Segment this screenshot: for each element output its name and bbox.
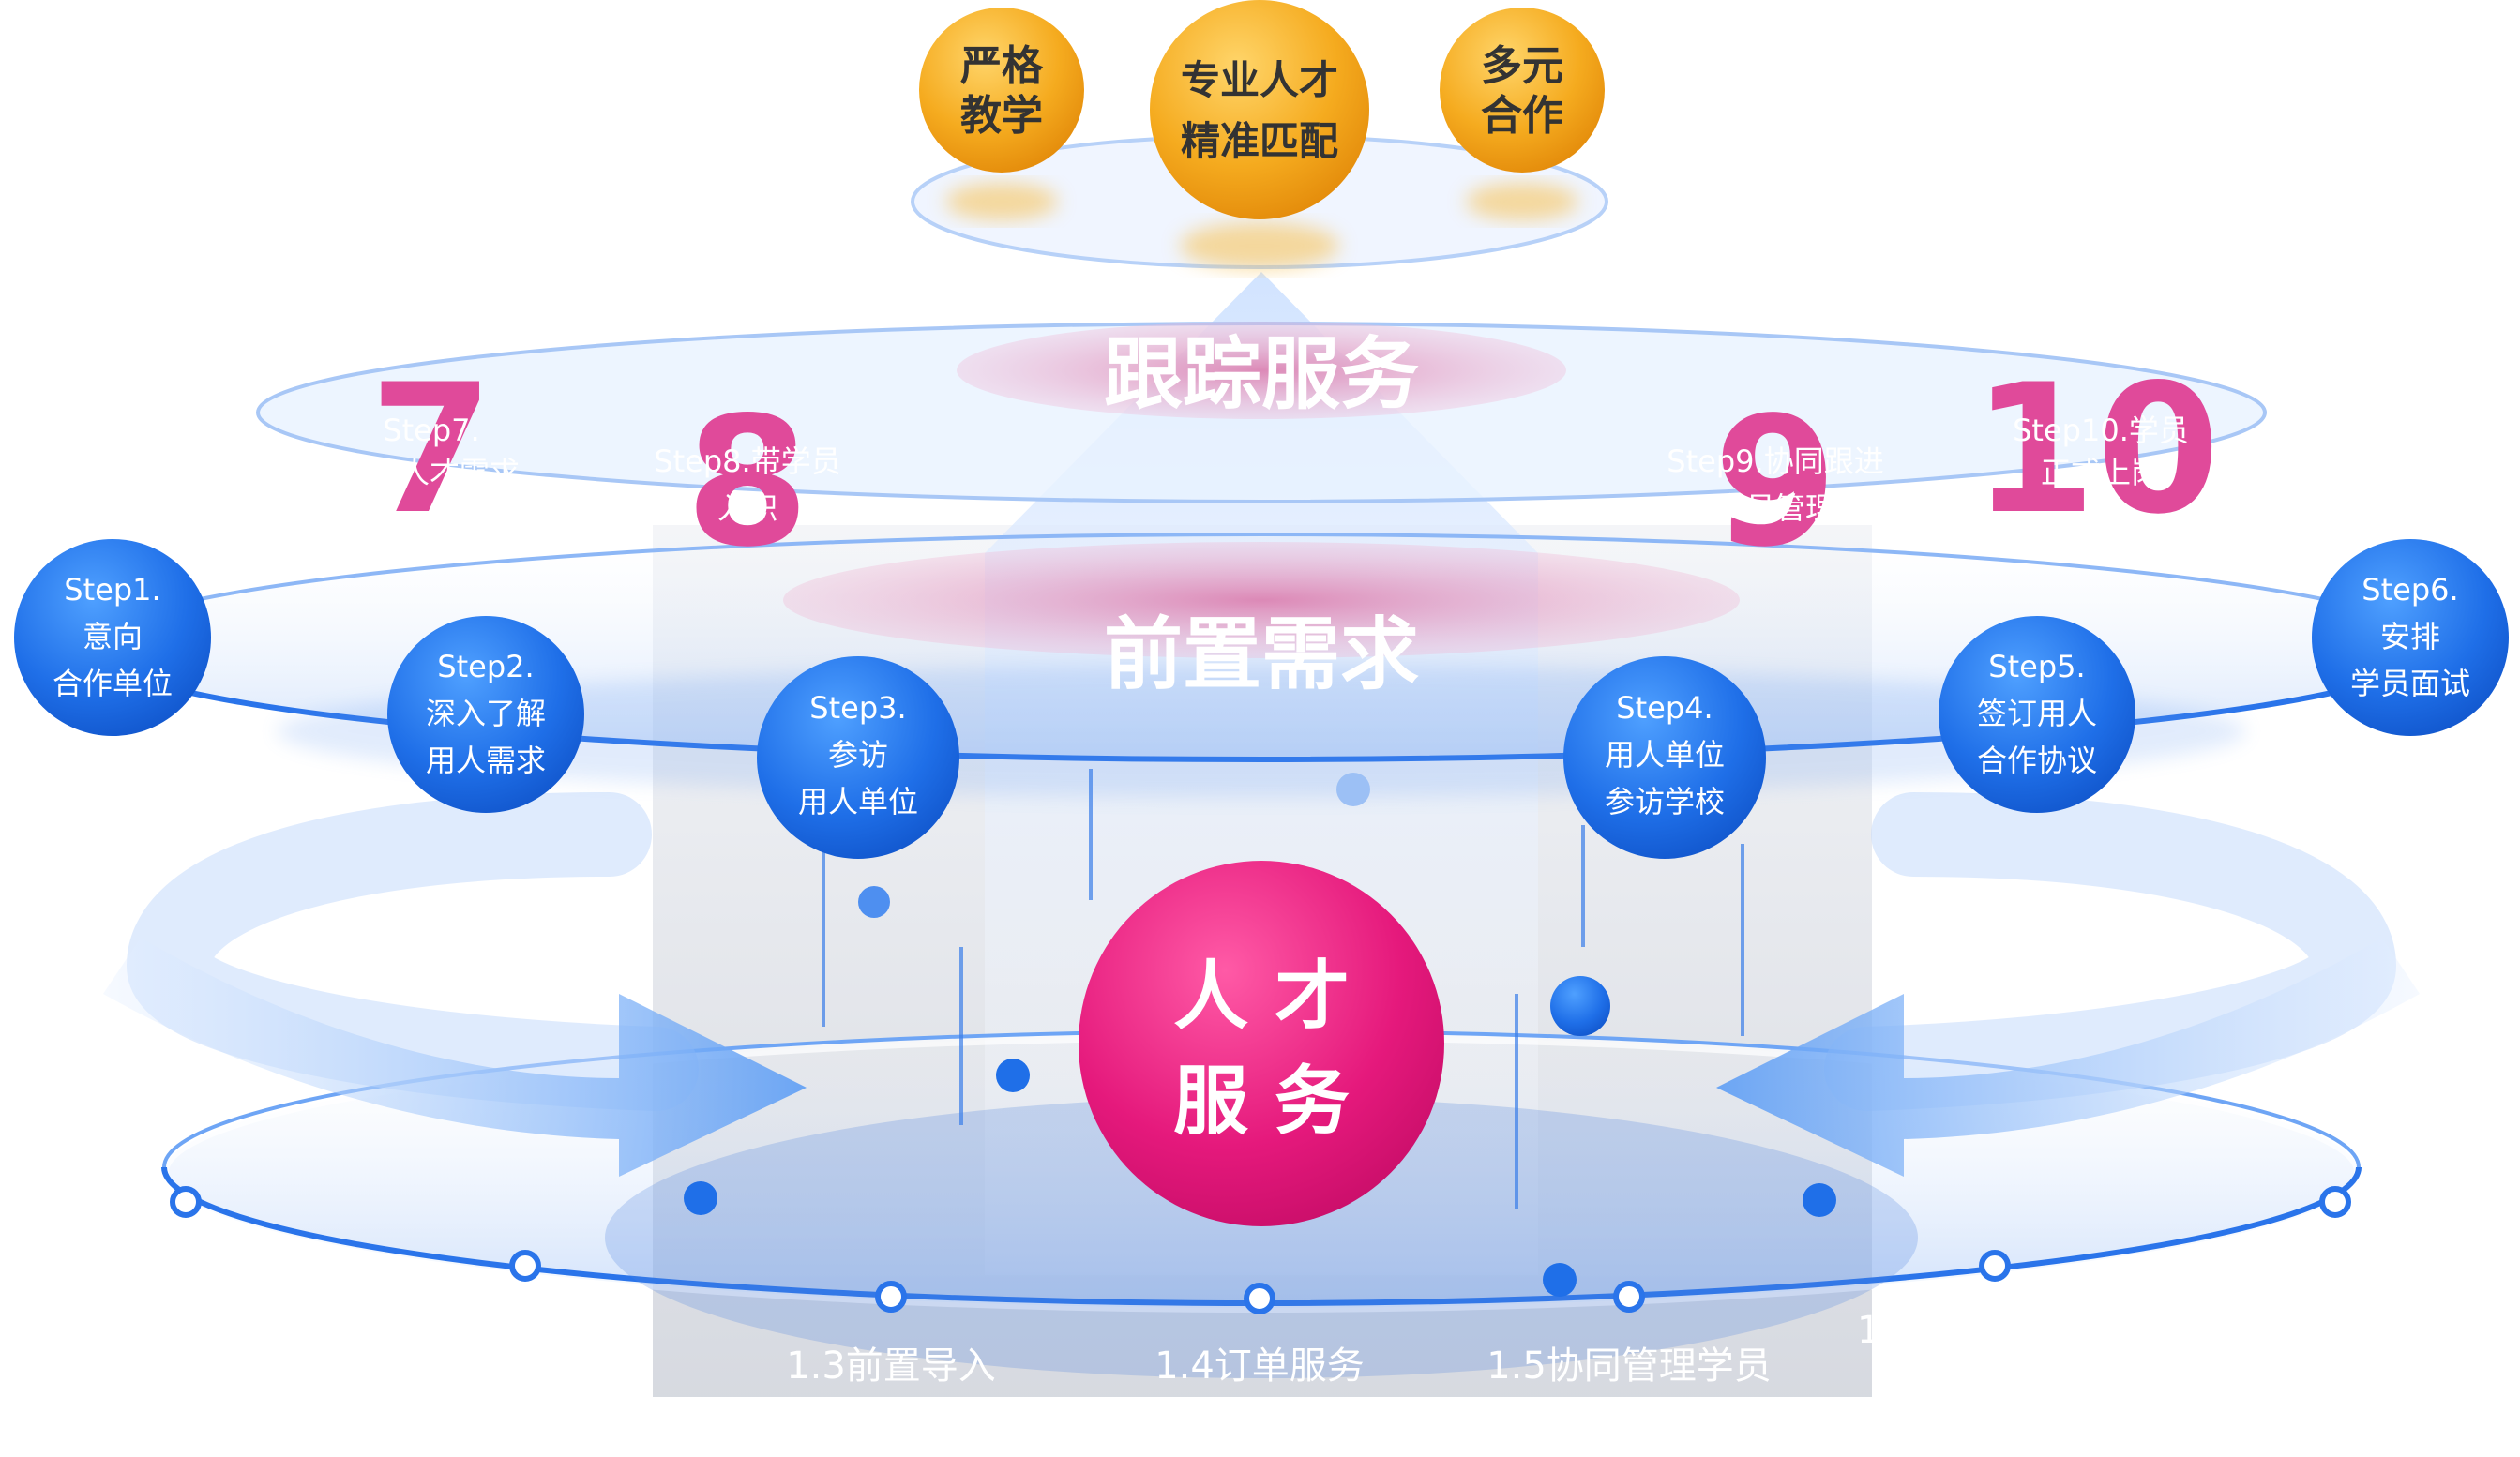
bottom-label-1-x: 1. [1857,1309,1893,1352]
step-1: 1 Step1. 意向 合作单位 [14,536,211,744]
step-2-line1: Step2. [437,649,534,684]
step-6-line3: 学员面试 [2350,666,2470,701]
step-4-circle [1563,656,1766,859]
badge-talent-match [1150,0,1369,219]
step-1-line2: 意向 [83,619,143,654]
step-6-line2: 安排 [2380,619,2440,654]
step-3-circle [757,656,959,859]
upper-step-10-line1: Step10.学员 [2013,413,2189,448]
badge-diverse-cooperation-line2: 合作 [1481,92,1563,140]
upper-step-10-number: 10 [1972,346,2220,553]
upper-step-7-line1: Step7. [383,413,479,448]
step-5-line2: 签订用人 [1977,696,2097,731]
top-badges: 严格 教学 专业人才 精准匹配 多元 合作 [919,0,1605,269]
core-label-line2: 服 务 [1173,1058,1350,1145]
step-6: 6 Step6. 安排 学员面试 [2312,536,2509,744]
step-3-line2: 参访 [828,737,888,773]
step-2-circle [387,616,584,813]
arrow-left [103,938,807,1177]
step-4-line2: 用人单位 [1605,737,1725,773]
step-5-circle [1939,616,2135,813]
badge-diverse-cooperation-line1: 多元 [1481,42,1563,90]
step-5-line3: 合作协议 [1977,743,2097,778]
ring-nodes [170,1186,2351,1314]
step-3-line3: 用人单位 [798,784,918,819]
step-6-circle [2312,539,2509,736]
upper-step-9-number: 9 [1713,379,1837,586]
step-3-line1: Step3. [809,690,906,726]
decorative-dots [684,773,1836,1297]
step-4-line1: Step4. [1616,690,1713,726]
core-label-line1: 人 才 [1173,953,1350,1040]
bottom-labels: 1.3前置导入 1.4订单服务 1.5协同管理学员 1. [786,1309,1893,1388]
bottom-label-1-4: 1.4订单服务 [1154,1344,1365,1388]
bottom-label-1-3: 1.3前置导入 [786,1344,996,1388]
upper-step-9-line1: Step9.协同跟进 [1667,443,1883,479]
step-1-line1: Step1. [64,572,160,608]
step-2: 2 Step2. 深入了解 用人需求 [387,613,584,820]
step-3: 3 Step3. 参访 用人单位 [757,655,959,863]
pre-demand-label: 前置需求 [1104,608,1419,700]
upper-step-7-number: 7 [370,346,493,553]
badge-talent-match-line1: 专业人才 [1181,57,1338,103]
upper-step-8-line1: Step8.带学员 [654,443,840,479]
badge-talent-match-line2: 精准匹配 [1181,118,1338,164]
arrow-right [1716,938,2420,1177]
core-circle [1079,861,1444,1226]
step-1-circle [14,539,211,736]
connector-lines [822,769,1744,1209]
badge-strict-teaching-line2: 教学 [960,92,1043,140]
upper-step-7-line2: 人才需求 [400,455,520,490]
step-4-line3: 参访学校 [1605,784,1725,819]
badge-diverse-cooperation [1440,8,1605,173]
step-6-line1: Step6. [2362,572,2458,608]
step-1-line3: 合作单位 [53,666,173,701]
step-2-line3: 用人需求 [426,743,546,778]
step-circles: 1 Step1. 意向 合作单位 2 Step2. 深入了解 用人需求 3 St… [14,536,2509,863]
step-4: 4 Step4. 用人单位 参访学校 [1563,655,1766,863]
step-5-line1: Step5. [1988,649,2085,684]
step-5: 5 Step5. 签订用人 合作协议 [1939,613,2135,820]
upper-step-8-line2: 入职 [717,490,777,526]
badge-strict-teaching-line1: 严格 [960,42,1044,90]
upper-step-9-line2: 学员管理 [1715,490,1835,526]
bottom-label-1-5: 1.5协同管理学员 [1486,1344,1772,1388]
pre-demand-disc [783,542,1740,658]
tracking-label: 跟踪服务 [1104,328,1419,420]
upper-steps: 7 Step7. 人才需求 8 Step8.带学员 入职 9 Step9.协同跟… [370,346,2220,586]
upper-step-8-number: 8 [686,379,809,586]
step-2-line2: 深入了解 [426,696,546,731]
badge-strict-teaching [919,8,1084,173]
tracking-disc [957,322,1566,419]
upper-step-10-line2: 正式上岗 [2041,455,2161,490]
